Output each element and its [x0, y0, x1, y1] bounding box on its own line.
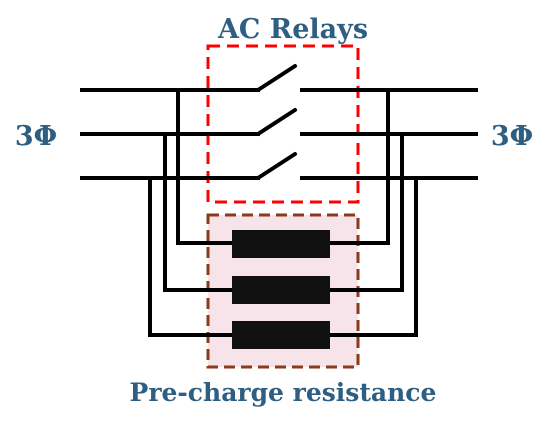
bypass-wire-b-left	[163, 134, 232, 292]
bypass-wires-right	[330, 90, 418, 337]
precharge-resistors	[232, 230, 330, 349]
ac-relays-title: AC Relays	[217, 14, 368, 45]
bypass-wire-c-left	[148, 178, 232, 337]
bypass-wire-b-right	[330, 134, 404, 292]
right-phase-label: 3Φ	[491, 121, 533, 152]
bypass-wires-left	[148, 90, 232, 337]
precharge-resistance-label: Pre-charge resistance	[130, 378, 437, 407]
phase-lines-left	[80, 88, 260, 180]
relay-switch-c	[256, 152, 297, 180]
resistor-a	[232, 230, 330, 258]
left-phase-label: 3Φ	[15, 121, 57, 152]
relay-switch-b	[256, 108, 297, 136]
bypass-wire-a-left	[176, 90, 232, 245]
relay-switches	[256, 64, 297, 180]
bypass-wire-c-right	[330, 178, 418, 337]
ac-relays-box	[206, 44, 360, 204]
relay-switch-a	[256, 64, 297, 92]
resistor-b	[232, 276, 330, 304]
bypass-wire-a-right	[330, 90, 390, 245]
resistor-c	[232, 321, 330, 349]
